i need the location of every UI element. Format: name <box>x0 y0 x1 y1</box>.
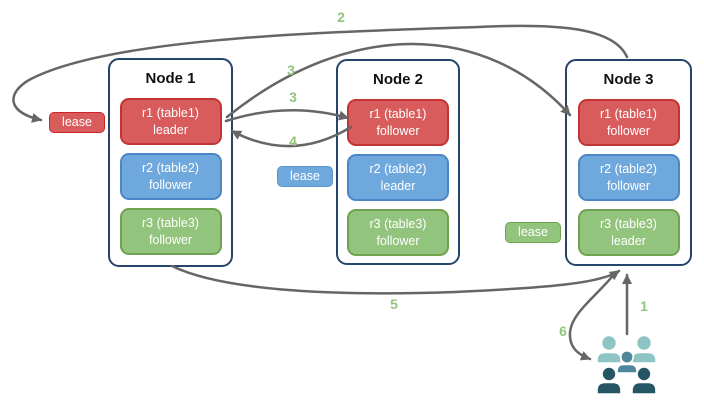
replica-box-r1: r1 (table1) follower <box>347 99 449 146</box>
replica-name: r3 (table3) <box>142 216 199 231</box>
replica-name: r3 (table3) <box>369 217 427 232</box>
step-label-1: 1 <box>640 298 648 314</box>
replica-box-r3: r3 (table3) leader <box>577 209 680 256</box>
node-card-3: Node 3 r1 (table1) follower r2 (table2) … <box>565 59 692 266</box>
replica-name: r2 (table2) <box>142 161 199 176</box>
replica-name: r2 (table2) <box>600 162 657 177</box>
node-card-1: Node 1 r1 (table1) leader r2 (table2) fo… <box>108 58 233 267</box>
step-label-3b: 3 <box>289 89 297 105</box>
arrow-step6 <box>568 270 618 361</box>
replica-role: leader <box>153 122 188 137</box>
node-title: Node 2 <box>372 71 423 88</box>
replica-role: follower <box>376 233 420 248</box>
replica-role: leader <box>380 178 416 193</box>
node-title: Node 1 <box>145 70 196 87</box>
step-label-3a: 3 <box>287 62 295 78</box>
node-card-2: Node 2 r1 (table1) follower r2 (table2) … <box>336 59 460 265</box>
arrow-step2 <box>12 24 629 123</box>
step-label-4: 4 <box>289 133 297 149</box>
replica-name: r2 (table2) <box>369 162 427 177</box>
replica-box-r2: r2 (table2) follower <box>577 154 680 201</box>
replica-role: follower <box>606 123 651 138</box>
lease-badge-blue: lease <box>277 166 333 187</box>
replica-box-r1: r1 (table1) leader <box>119 98 222 145</box>
replica-box-r2: r2 (table2) leader <box>347 154 449 201</box>
replica-box-r1: r1 (table1) follower <box>577 99 680 146</box>
users-icon <box>596 334 657 395</box>
node-title: Node 3 <box>603 71 654 88</box>
step-label-2: 2 <box>337 9 345 25</box>
replica-name: r1 (table1) <box>142 106 199 121</box>
replica-name: r1 (table1) <box>369 107 427 122</box>
replica-box-r3: r3 (table3) follower <box>119 208 222 255</box>
step-label-5: 5 <box>390 296 398 312</box>
arrow-step5 <box>170 264 621 295</box>
replica-box-r2: r2 (table2) follower <box>119 153 222 200</box>
lease-badge-red: lease <box>49 112 105 133</box>
replica-role: follower <box>376 123 420 138</box>
replica-role: leader <box>611 233 646 248</box>
arrow-step3-to-node2 <box>224 109 350 123</box>
replica-role: follower <box>148 177 193 192</box>
replica-role: follower <box>148 232 193 247</box>
lease-badge-green: lease <box>505 222 561 243</box>
replica-name: r1 (table1) <box>600 107 657 122</box>
replica-role: follower <box>606 178 651 193</box>
replica-box-r3: r3 (table3) follower <box>347 209 449 256</box>
replica-name: r3 (table3) <box>600 217 657 232</box>
step-label-6: 6 <box>559 323 567 339</box>
